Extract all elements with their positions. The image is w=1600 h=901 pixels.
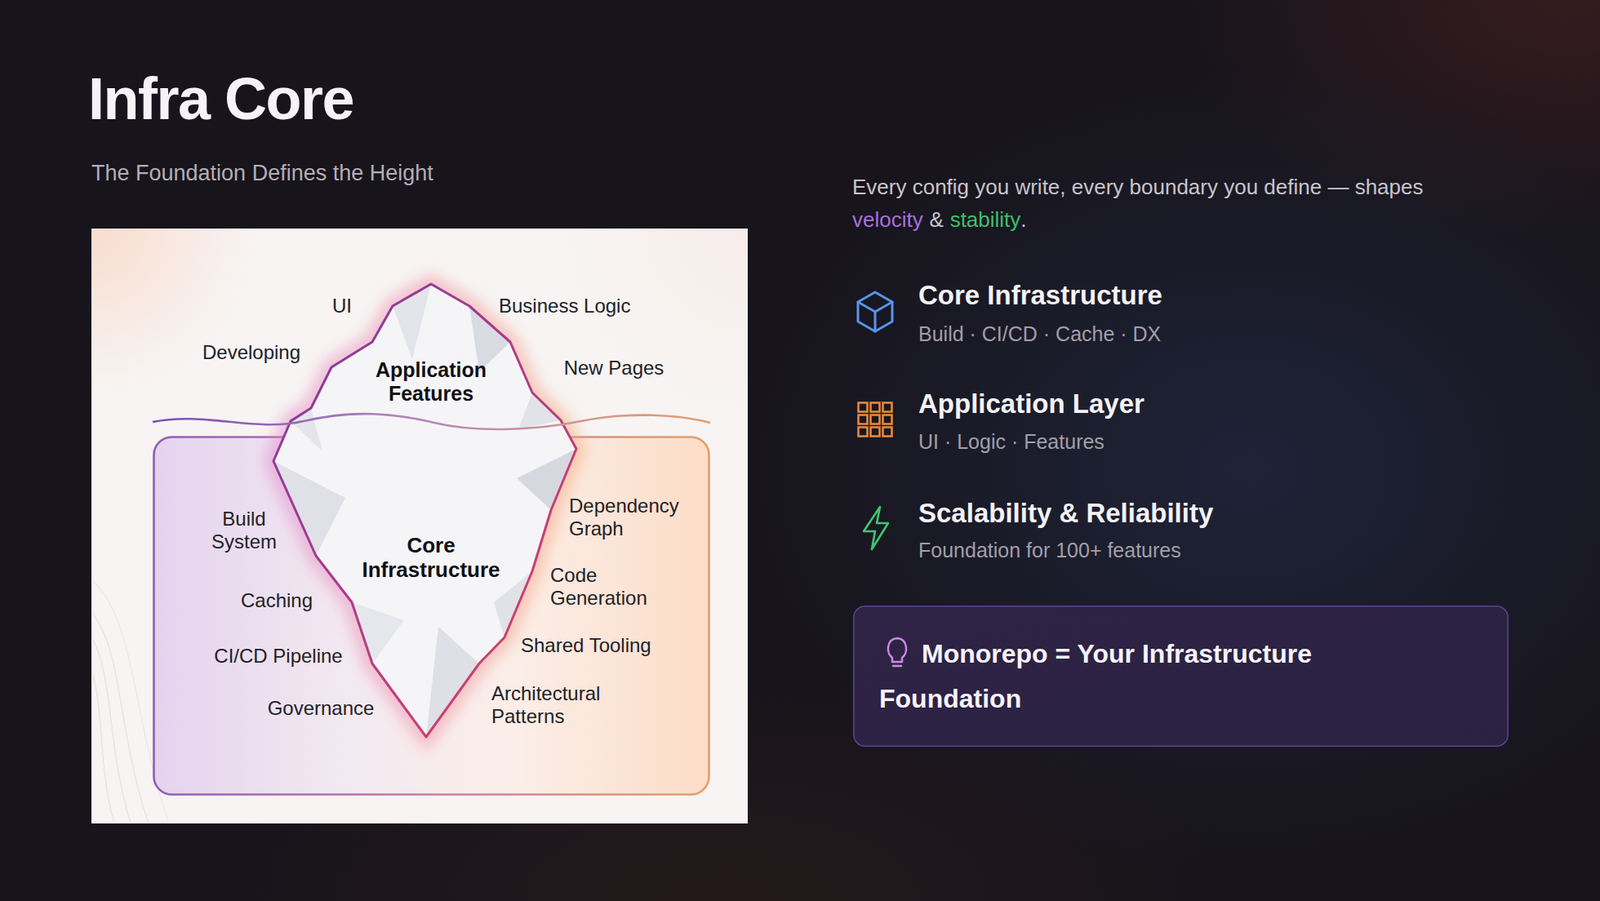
callout-box-outline: [853, 605, 1509, 747]
infra-item: Shared Tooling: [520, 634, 652, 658]
infra-item: Governance: [267, 697, 375, 720]
slide-title: Infra Core: [88, 65, 354, 134]
feature-heading: Core Infrastructure: [918, 279, 1163, 312]
cube-outline: [857, 292, 893, 332]
surface-item: UI: [332, 294, 352, 318]
accent-word: stability: [950, 203, 1022, 236]
feature-detail: Foundation for 100+ features: [918, 537, 1182, 563]
lead-paragraph: Every config you write, every boundary y…: [852, 170, 1424, 236]
grid-cell: [858, 403, 868, 413]
grid-cell: [883, 415, 893, 425]
iceberg-shape-outline: [273, 284, 577, 738]
feature-detail: Build · CI/CD · Cache · DX: [918, 321, 1161, 347]
iceberg-shape: Application FeaturesCore Infrastructure: [273, 284, 577, 738]
cube-edges: [857, 302, 893, 332]
surface-item: Developing: [202, 341, 301, 365]
infra-item: Architectural Patterns: [491, 682, 614, 728]
grid-cell: [858, 427, 868, 437]
grid-cell: [871, 427, 880, 437]
zone-border: [154, 437, 710, 796]
feature-heading: Application Layer: [918, 387, 1145, 421]
infra-item: Build System: [203, 507, 285, 553]
subtitle: The Foundation Defines the Height: [91, 160, 434, 187]
grid-cell: [871, 415, 880, 425]
accent-word: velocity: [852, 203, 924, 236]
callout-border: [853, 606, 1509, 747]
iceberg-base-label: Core Infrastructure: [349, 533, 513, 583]
contour-line: [91, 636, 131, 824]
callout-text: Monorepo = Your Infrastructure Foundatio…: [879, 631, 1402, 722]
lead-text: Every config you write, every boundary y…: [852, 170, 1424, 204]
grid-icon: [858, 403, 893, 437]
contour-line: [91, 612, 149, 824]
feature-heading: Scalability & Reliability: [918, 497, 1214, 530]
iceberg-facet: [290, 408, 323, 452]
grid-cell: [858, 415, 868, 425]
feature-detail: UI · Logic · Features: [918, 429, 1105, 454]
lead-text: .: [1020, 203, 1027, 236]
grid-cell: [883, 403, 893, 413]
infra-item: Code Generation: [550, 564, 665, 609]
infra-item: Dependency Graph: [568, 494, 692, 540]
callout-box: Monorepo = Your Infrastructure Foundatio…: [853, 605, 1509, 747]
infra-item: Caching: [240, 589, 313, 613]
grid-cell: [883, 427, 893, 437]
lightning-icon: [863, 506, 889, 550]
surface-item: New Pages: [564, 356, 665, 380]
illustration-panel: Application FeaturesCore InfrastructureB…: [91, 228, 748, 824]
iceberg-tip-label: Application Features: [361, 358, 501, 406]
surface-item: Business Logic: [498, 294, 631, 318]
infra-item: CI/CD Pipeline: [213, 644, 343, 668]
grid-cell: [871, 403, 880, 413]
lead-text: &: [929, 203, 944, 236]
cube-icon: [857, 292, 893, 332]
contour-line: [91, 669, 115, 824]
